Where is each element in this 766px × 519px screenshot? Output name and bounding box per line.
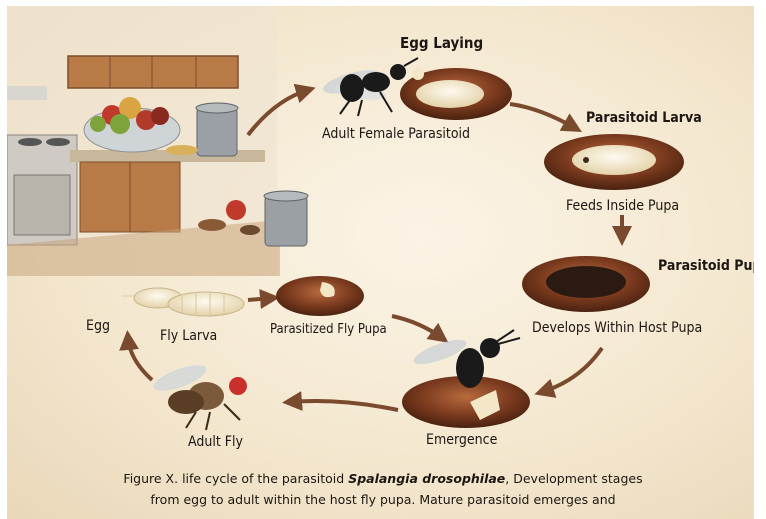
- emergence-icon: [402, 330, 530, 428]
- caption-species: Spalangia drosophilae: [348, 471, 505, 486]
- stage-fly-larva-label: Fly Larva: [160, 328, 217, 344]
- stage-parasitoid-pupa-label: Parasitoid Pup: [658, 258, 761, 274]
- stage-adult-fly-label: Adult Fly: [188, 434, 243, 450]
- frame-border-right: [754, 0, 766, 519]
- caption-prefix: Figure X. life cycle of the parasitoid: [123, 471, 344, 486]
- parasitoid-pupa-icon: [522, 256, 650, 312]
- egglaying-pupa-icon: [400, 68, 512, 120]
- stage-feeds-inside-label: Feeds Inside Pupa: [566, 198, 679, 214]
- kitchen-scene: [7, 6, 308, 276]
- caption-suffix: , Development stages: [505, 471, 642, 486]
- arrow-larva-to-pupa-host: [248, 298, 272, 300]
- parasitized-pupa-icon: [276, 276, 364, 316]
- figure-caption-line1: Figure X. life cycle of the parasitoid S…: [0, 468, 766, 489]
- fly-larva-icon: [168, 292, 244, 316]
- stage-egg-laying-label: Egg Laying: [400, 34, 483, 52]
- frame-border-left: [0, 0, 7, 519]
- parasitoid-larva-pupa-icon: [544, 134, 684, 190]
- arrow-egglaying-to-larva: [510, 104, 575, 128]
- frame-border-top: [0, 0, 766, 6]
- stage-adult-female-label: Adult Female Parasitoid: [322, 126, 470, 142]
- arrow-adultfly-to-egg: [128, 338, 152, 380]
- adult-fly-icon: [151, 360, 247, 430]
- stage-emergence-label: Emergence: [426, 432, 497, 448]
- stage-egg-label: Egg: [86, 318, 110, 334]
- stage-develops-within-label: Develops Within Host Pupa: [532, 320, 702, 336]
- figure-caption-line2: from egg to adult within the host fly pu…: [0, 489, 766, 510]
- arrow-parasitized-to-emergence: [392, 316, 442, 338]
- arrow-emergence-to-adultfly: [290, 401, 398, 410]
- stage-parasitoid-larva-label: Parasitoid Larva: [586, 110, 702, 126]
- arrow-pupa-to-emergence: [542, 348, 602, 392]
- stage-parasitized-pupa-label: Parasitized Fly Pupa: [270, 322, 387, 337]
